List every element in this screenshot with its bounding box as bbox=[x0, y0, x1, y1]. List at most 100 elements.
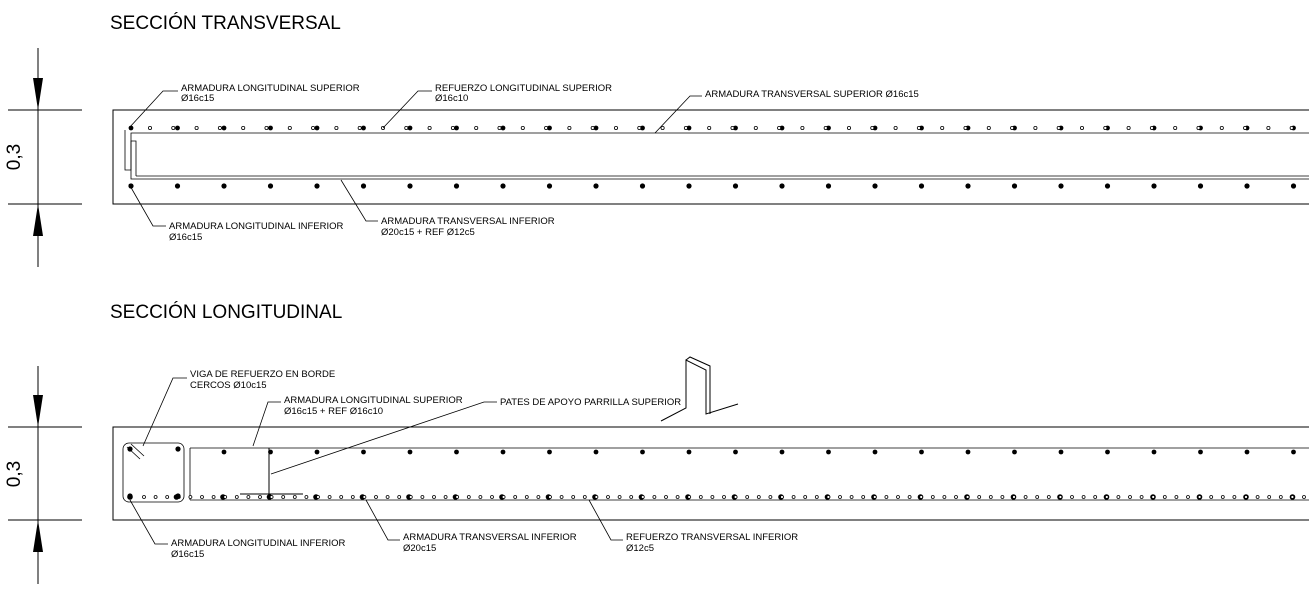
rebar-top-ref bbox=[450, 126, 455, 131]
rebar-bottom-ref bbox=[1081, 495, 1086, 499]
label-viga-ref: VIGA DE REFUERZO EN BORDE bbox=[190, 369, 335, 380]
rebar-bottom-ref bbox=[965, 495, 970, 499]
rebar-top-ref bbox=[334, 126, 339, 131]
rebar-bottom-ref bbox=[1232, 495, 1237, 499]
rebar-bottom-ref bbox=[1290, 495, 1295, 499]
rebar-bottom-ref bbox=[455, 495, 460, 499]
label-arm-trans-inf-spec: Ø20c15 + REF Ø12c5 bbox=[381, 227, 475, 238]
rebar-top-ref bbox=[520, 126, 525, 131]
dimension-arrow-bottom bbox=[33, 204, 43, 236]
rebar-top-bar bbox=[1105, 449, 1110, 455]
transversal-labels: ARMADURA LONGITUDINAL SUPERIOR Ø16c15 RE… bbox=[169, 83, 919, 243]
rebar-top-ref bbox=[1080, 126, 1085, 131]
rebar-top-bar bbox=[1151, 449, 1157, 455]
rebar-top-bar bbox=[268, 125, 273, 131]
rebar-bottom-ref bbox=[142, 495, 146, 499]
rebar-top-ref bbox=[1243, 126, 1248, 131]
rebar-bottom-ref bbox=[1302, 495, 1306, 499]
rebar-top-bar bbox=[779, 449, 785, 455]
rebar-bottom-ref bbox=[466, 495, 471, 499]
rebar-top-bar bbox=[733, 125, 738, 131]
rebar-bottom-ref bbox=[559, 495, 564, 499]
transversal-rebar bbox=[128, 125, 1297, 189]
rebar-top-ref bbox=[660, 126, 665, 131]
rebar-top-bar bbox=[361, 125, 366, 131]
rebar-top-ref bbox=[147, 126, 152, 131]
rebar-bottom-ref bbox=[675, 495, 680, 499]
rebar-bottom-ref bbox=[640, 495, 645, 499]
rebar-bottom-bar bbox=[918, 183, 925, 189]
rebar-bottom-ref bbox=[884, 495, 889, 499]
rebar-bottom-bar bbox=[639, 183, 646, 189]
rebar-bottom-ref bbox=[954, 495, 958, 499]
rebar-bottom-ref bbox=[617, 495, 622, 499]
rebar-top-ref bbox=[1149, 126, 1154, 131]
dimension-arrow-bottom bbox=[33, 520, 43, 552]
rebar-bottom-ref bbox=[687, 495, 692, 499]
rebar-top-bar bbox=[454, 125, 459, 131]
rebar-top-ref bbox=[986, 126, 991, 131]
rebar-top-ref bbox=[241, 126, 246, 131]
label-ref-trans-inf-spec: Ø12c5 bbox=[626, 543, 654, 554]
rebar-bottom-ref bbox=[339, 495, 344, 499]
rebar-top-ref bbox=[474, 126, 479, 131]
rebar-bottom-ref bbox=[327, 495, 332, 499]
rebar-bottom-ref bbox=[652, 495, 657, 499]
rebar-top-bar bbox=[640, 449, 645, 455]
rebar-top-bar bbox=[314, 125, 320, 131]
rebar-bottom-ref bbox=[350, 495, 355, 499]
rebar-bottom-ref bbox=[432, 495, 436, 499]
rebar-top-ref bbox=[1196, 126, 1201, 131]
rebar-bottom-ref bbox=[1139, 495, 1144, 499]
rebar-bottom-ref bbox=[1162, 495, 1167, 499]
rebar-bottom-bar bbox=[732, 183, 739, 189]
rebar-bottom-ref bbox=[814, 495, 819, 499]
rebar-bottom-ref bbox=[501, 495, 506, 499]
rebar-bottom-bar bbox=[267, 183, 274, 189]
rebar-bottom-ref bbox=[211, 495, 216, 499]
rebar-bottom-ref bbox=[374, 495, 378, 499]
rebar-bottom-ref bbox=[443, 495, 448, 499]
label-arm-long-sup: ARMADURA LONGITUDINAL SUPERIOR bbox=[181, 83, 360, 94]
rebar-top-bar bbox=[1012, 449, 1017, 455]
rebar-bottom-bar bbox=[546, 183, 553, 189]
rebar-bottom-bar bbox=[686, 183, 692, 189]
rebar-top-bar bbox=[268, 449, 273, 455]
label-arm-long-inf-spec: Ø16c15 bbox=[169, 232, 202, 243]
rebar-top-bar bbox=[1291, 449, 1296, 455]
rebar-bottom-bar bbox=[314, 183, 320, 189]
rebar-top-ref bbox=[427, 126, 432, 131]
rebar-bottom-ref bbox=[849, 495, 854, 499]
rebar-bottom-ref bbox=[698, 495, 703, 499]
rebar-bottom-ref bbox=[907, 495, 912, 499]
rebar-bottom-ref bbox=[304, 495, 309, 499]
longitudinal-labels: VIGA DE REFUERZO EN BORDE CERCOS Ø10c15 … bbox=[171, 369, 798, 560]
rebar-top-bar bbox=[314, 449, 320, 455]
rebar-top-ref bbox=[637, 126, 642, 131]
transversal-leaders bbox=[128, 90, 702, 227]
rebar-top-ref bbox=[893, 126, 898, 131]
rebar-bottom-ref bbox=[1267, 495, 1272, 499]
rebar-bottom-ref bbox=[571, 495, 576, 499]
rebar-bottom-bar bbox=[174, 183, 181, 189]
rebar-top-bar bbox=[547, 449, 552, 455]
rebar-bottom-ref bbox=[606, 495, 610, 499]
rebar-bottom-ref bbox=[664, 495, 668, 499]
rebar-bottom-ref bbox=[1209, 495, 1214, 499]
rebar-bottom-bar bbox=[825, 183, 832, 189]
rebar-bottom-ref bbox=[385, 495, 390, 499]
rebar-top-ref bbox=[800, 126, 805, 131]
rebar-bottom-ref bbox=[1023, 495, 1028, 499]
rebar-bottom-bar bbox=[453, 183, 460, 189]
rebar-bottom-ref bbox=[292, 495, 297, 499]
rebar-bottom-ref bbox=[629, 495, 634, 499]
rebar-top-bar bbox=[686, 125, 692, 131]
longitudinal-dimension: 0,3 bbox=[4, 366, 82, 584]
rebar-top-ref bbox=[1010, 126, 1015, 131]
rebar-bottom-ref bbox=[988, 495, 993, 499]
rebar-bottom-ref bbox=[1244, 495, 1248, 499]
rebar-top-ref bbox=[1033, 126, 1038, 131]
rebar-bottom-bar bbox=[1104, 183, 1111, 189]
rebar-top-ref bbox=[777, 126, 782, 131]
rebar-top-ref bbox=[217, 126, 222, 131]
